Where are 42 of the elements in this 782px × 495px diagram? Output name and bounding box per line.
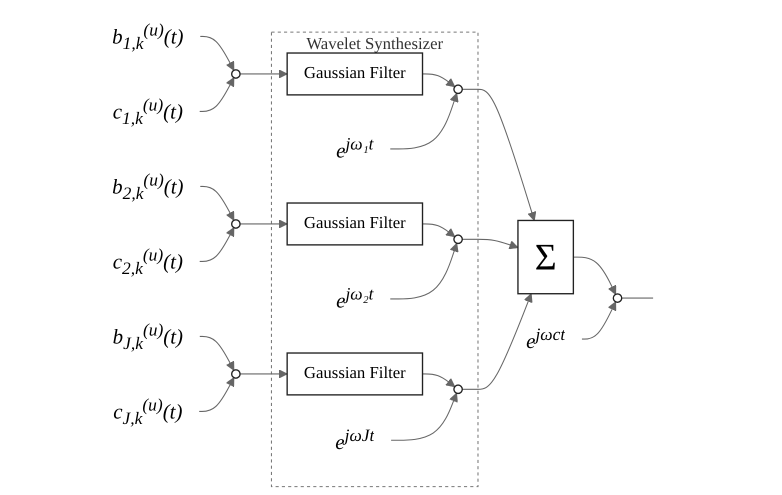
node-box: Gaussian Filter <box>286 52 424 96</box>
node-text: e$^{jω₂t}$ <box>336 284 374 313</box>
arrow <box>422 73 456 88</box>
arrow <box>199 377 234 412</box>
node-text: c$_{J,k}$$^{(u)}$(t) <box>113 394 182 428</box>
node-circle <box>231 369 241 379</box>
arrow <box>240 369 288 379</box>
arrow <box>422 223 456 238</box>
node-circle <box>612 293 622 303</box>
arrow <box>462 88 536 221</box>
node-text: e$^{jωJt}$ <box>335 425 374 454</box>
node-circle <box>453 84 463 94</box>
node-text: b$_{2,k}$$^{(u)}$(t) <box>112 170 184 204</box>
arrow <box>200 227 234 262</box>
node-text: c$_{2,k}$$^{(u)}$(t) <box>112 244 183 278</box>
arrow <box>200 36 234 71</box>
node-circle <box>453 384 463 394</box>
node-circle <box>453 234 463 244</box>
arrow <box>200 186 234 221</box>
arrow <box>422 373 456 388</box>
arrow <box>240 69 288 79</box>
node-text: e$^{jω₁t}$ <box>336 134 374 163</box>
node-box: Gaussian Filter <box>286 202 424 246</box>
arrow <box>462 293 532 390</box>
node-box: Gaussian Filter <box>286 352 424 396</box>
node-text: e$^{jωct}$ <box>526 324 566 354</box>
node-text: b$_{J,k}$$^{(u)}$(t) <box>112 320 184 354</box>
connector <box>622 298 654 299</box>
node-text: c$_{1,k}$$^{(u)}$(t) <box>112 94 183 128</box>
arrow <box>200 336 234 371</box>
arrow <box>390 92 459 150</box>
node-circle <box>231 219 241 229</box>
arrow <box>200 77 234 112</box>
arrow <box>462 238 518 250</box>
arrow <box>573 256 616 295</box>
node-box: Σ <box>517 220 574 294</box>
arrow <box>391 392 458 441</box>
arrow <box>582 301 616 340</box>
arrow <box>240 219 288 229</box>
node-text: b$_{1,k}$$^{(u)}$(t) <box>112 20 184 54</box>
arrow <box>390 242 459 300</box>
node-circle <box>231 69 241 79</box>
